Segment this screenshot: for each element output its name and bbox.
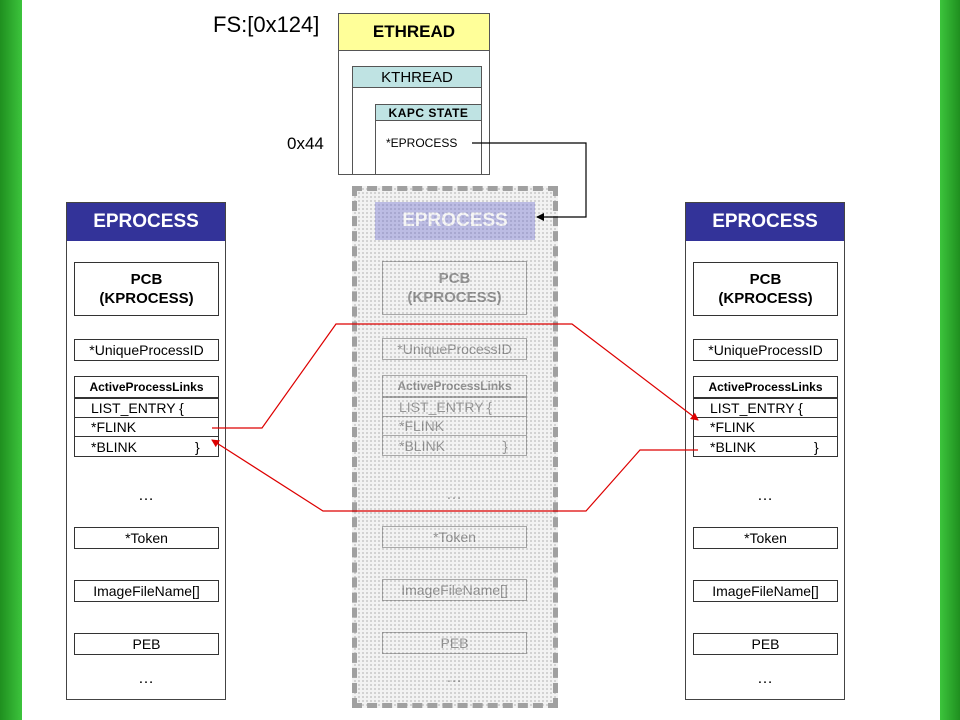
unique-pid-field: *UniqueProcessID bbox=[74, 339, 219, 361]
blink-field: *BLINK } bbox=[74, 436, 219, 457]
kapc-state-title: KAPC STATE bbox=[375, 104, 482, 121]
pcb-field: PCB (KPROCESS) bbox=[382, 261, 527, 315]
kprocess-label: (KPROCESS) bbox=[718, 290, 813, 307]
current-process-frame bbox=[352, 186, 558, 708]
ellipsis-upper: … bbox=[138, 487, 154, 504]
active-process-links-field: ActiveProcessLinks bbox=[74, 376, 219, 398]
eprocess-middle: EPROCESS PCB (KPROCESS) *UniqueProcessID… bbox=[375, 202, 535, 700]
image-file-name-field: ImageFileName[] bbox=[74, 580, 219, 602]
token-field: *Token bbox=[382, 526, 527, 548]
ellipsis-lower: … bbox=[446, 669, 462, 686]
peb-field: PEB bbox=[74, 633, 219, 655]
token-field: *Token bbox=[74, 527, 219, 549]
pcb-label: PCB bbox=[130, 271, 163, 288]
blink-arrow bbox=[211, 439, 698, 512]
blink-label: *BLINK bbox=[399, 437, 445, 454]
brace-label: } bbox=[814, 438, 819, 455]
eprocess-right-title: EPROCESS bbox=[686, 203, 844, 241]
pcb-field: PCB (KPROCESS) bbox=[693, 262, 838, 316]
eprocess-middle-title: EPROCESS bbox=[375, 202, 535, 240]
blink-field: *BLINK } bbox=[693, 436, 838, 457]
kprocess-label: (KPROCESS) bbox=[99, 290, 194, 307]
peb-field: PEB bbox=[382, 632, 527, 654]
kprocess-label: (KPROCESS) bbox=[407, 289, 502, 306]
fs-offset-label: FS:[0x124] bbox=[213, 12, 320, 37]
blink-label: *BLINK bbox=[710, 438, 756, 455]
eprocess-left-title: EPROCESS bbox=[67, 203, 225, 241]
active-process-links-field: ActiveProcessLinks bbox=[693, 376, 838, 398]
eprocess-left: EPROCESS PCB (KPROCESS) *UniqueProcessID… bbox=[66, 202, 226, 700]
peb-field: PEB bbox=[693, 633, 838, 655]
ellipsis-upper: … bbox=[446, 486, 462, 503]
eprocess-pointer-arrow bbox=[472, 142, 587, 221]
active-process-links-field: ActiveProcessLinks bbox=[382, 375, 527, 397]
ellipsis-lower: … bbox=[138, 670, 154, 687]
flink-field: *FLINK bbox=[382, 416, 527, 436]
pcb-label: PCB bbox=[438, 270, 471, 287]
pcb-label: PCB bbox=[749, 271, 782, 288]
pcb-field: PCB (KPROCESS) bbox=[74, 262, 219, 316]
ellipsis-lower: … bbox=[757, 670, 773, 687]
blink-field: *BLINK } bbox=[382, 435, 527, 456]
ethread-title: ETHREAD bbox=[338, 13, 490, 51]
token-field: *Token bbox=[693, 527, 838, 549]
brace-label: } bbox=[195, 438, 200, 455]
ellipsis-upper: … bbox=[757, 487, 773, 504]
image-file-name-field: ImageFileName[] bbox=[382, 579, 527, 601]
kthread-title: KTHREAD bbox=[352, 66, 482, 88]
unique-pid-field: *UniqueProcessID bbox=[693, 339, 838, 361]
unique-pid-field: *UniqueProcessID bbox=[382, 338, 527, 360]
list-entry-field: LIST_ENTRY { bbox=[382, 397, 527, 417]
image-file-name-field: ImageFileName[] bbox=[693, 580, 838, 602]
flink-arrow bbox=[212, 323, 699, 429]
eprocess-right: EPROCESS PCB (KPROCESS) *UniqueProcessID… bbox=[685, 202, 845, 700]
blink-label: *BLINK bbox=[91, 438, 137, 455]
eprocess-pointer-field: *EPROCESS bbox=[386, 136, 458, 150]
eprocess-offset-label: 0x44 bbox=[287, 134, 324, 153]
brace-label: } bbox=[503, 437, 508, 454]
